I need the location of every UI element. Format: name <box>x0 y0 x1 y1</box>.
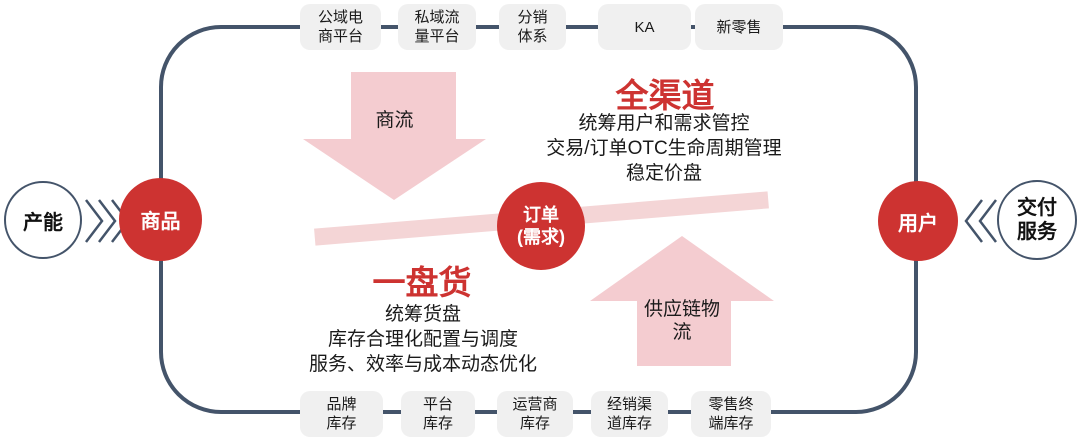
product-node: 商品 <box>119 178 202 261</box>
commerce-flow-arrow: 商流 <box>303 71 486 201</box>
omni-line: 交易/订单OTC生命周期管理 <box>546 138 782 159</box>
inventory-label: 运营商 <box>512 396 558 413</box>
inventory-label: 平台 <box>422 396 453 413</box>
channel-label: 体系 <box>517 28 548 45</box>
channel-label: KA <box>634 18 655 36</box>
supply-chain-flow-label: 供应链物流 <box>643 299 720 343</box>
user-label: 用户 <box>898 212 938 235</box>
inventory-label: 零售终 <box>708 396 754 413</box>
inventory-label: 库存 <box>519 415 550 432</box>
product-label: 商品 <box>140 211 181 233</box>
order-label: 订单 <box>523 205 559 225</box>
channel-label: 新零售 <box>716 18 762 36</box>
delivery-service-node: 交付 服务 <box>997 180 1077 260</box>
up-arrow-icon <box>590 236 774 366</box>
channel-box-private-traffic: 私域流 量平台 <box>398 4 476 50</box>
order-demand-node: 订单 (需求) <box>497 182 585 270</box>
channel-label: 商平台 <box>317 28 363 45</box>
down-arrow-icon <box>303 72 486 200</box>
inventory-box-operator: 运营商 库存 <box>497 391 573 437</box>
user-node: 用户 <box>878 181 958 261</box>
inventory-box-distribution-channel: 经销渠 道库存 <box>591 391 668 437</box>
capacity-label: 产能 <box>23 211 63 234</box>
inventory-box-brand: 品牌 库存 <box>300 391 383 437</box>
supply-chain-flow-arrow: 供应链物流 <box>590 236 774 367</box>
omni-channel-title: 全渠道 <box>615 77 715 114</box>
omni-channel-description: 统筹用户和需求管控 交易/订单OTC生命周期管理 稳定价盘 <box>534 111 794 186</box>
channel-label: 分销 <box>517 9 548 26</box>
channel-box-public-ecommerce: 公域电 商平台 <box>300 4 381 50</box>
inventory-label: 道库存 <box>606 415 652 432</box>
pool-line: 统筹货盘 <box>384 304 461 325</box>
channel-box-new-retail: 新零售 <box>695 4 783 50</box>
channel-label: 私域流 <box>414 9 460 26</box>
inventory-label: 库存 <box>422 415 453 432</box>
inventory-label: 品牌 <box>326 396 357 413</box>
channel-box-distribution: 分销 体系 <box>499 4 566 50</box>
omni-line: 稳定价盘 <box>625 163 702 184</box>
goods-pool-title: 一盘货 <box>372 264 472 301</box>
capacity-node: 产能 <box>4 181 82 259</box>
inventory-label: 端库存 <box>708 415 754 432</box>
commerce-flow-label: 商流 <box>375 110 414 131</box>
inventory-box-platform: 平台 库存 <box>401 391 475 437</box>
channel-label: 公域电 <box>317 9 363 26</box>
pool-line: 库存合理化配置与调度 <box>327 329 518 350</box>
channel-label: 量平台 <box>414 28 460 45</box>
pool-line: 服务、效率与成本动态优化 <box>308 354 537 375</box>
demand-label: (需求) <box>517 227 565 247</box>
service-label: 服务 <box>1017 221 1057 243</box>
inventory-box-retail-terminal: 零售终 端库存 <box>691 391 771 437</box>
delivery-label: 交付 <box>1017 197 1057 219</box>
goods-pool-description: 统筹货盘 库存合理化配置与调度 服务、效率与成本动态优化 <box>293 302 553 377</box>
omni-line: 统筹用户和需求管控 <box>578 113 750 134</box>
inventory-label: 经销渠 <box>606 396 652 413</box>
inventory-label: 库存 <box>326 415 357 432</box>
chevrons-left-icon <box>964 199 997 243</box>
channel-box-ka: KA <box>598 4 691 50</box>
